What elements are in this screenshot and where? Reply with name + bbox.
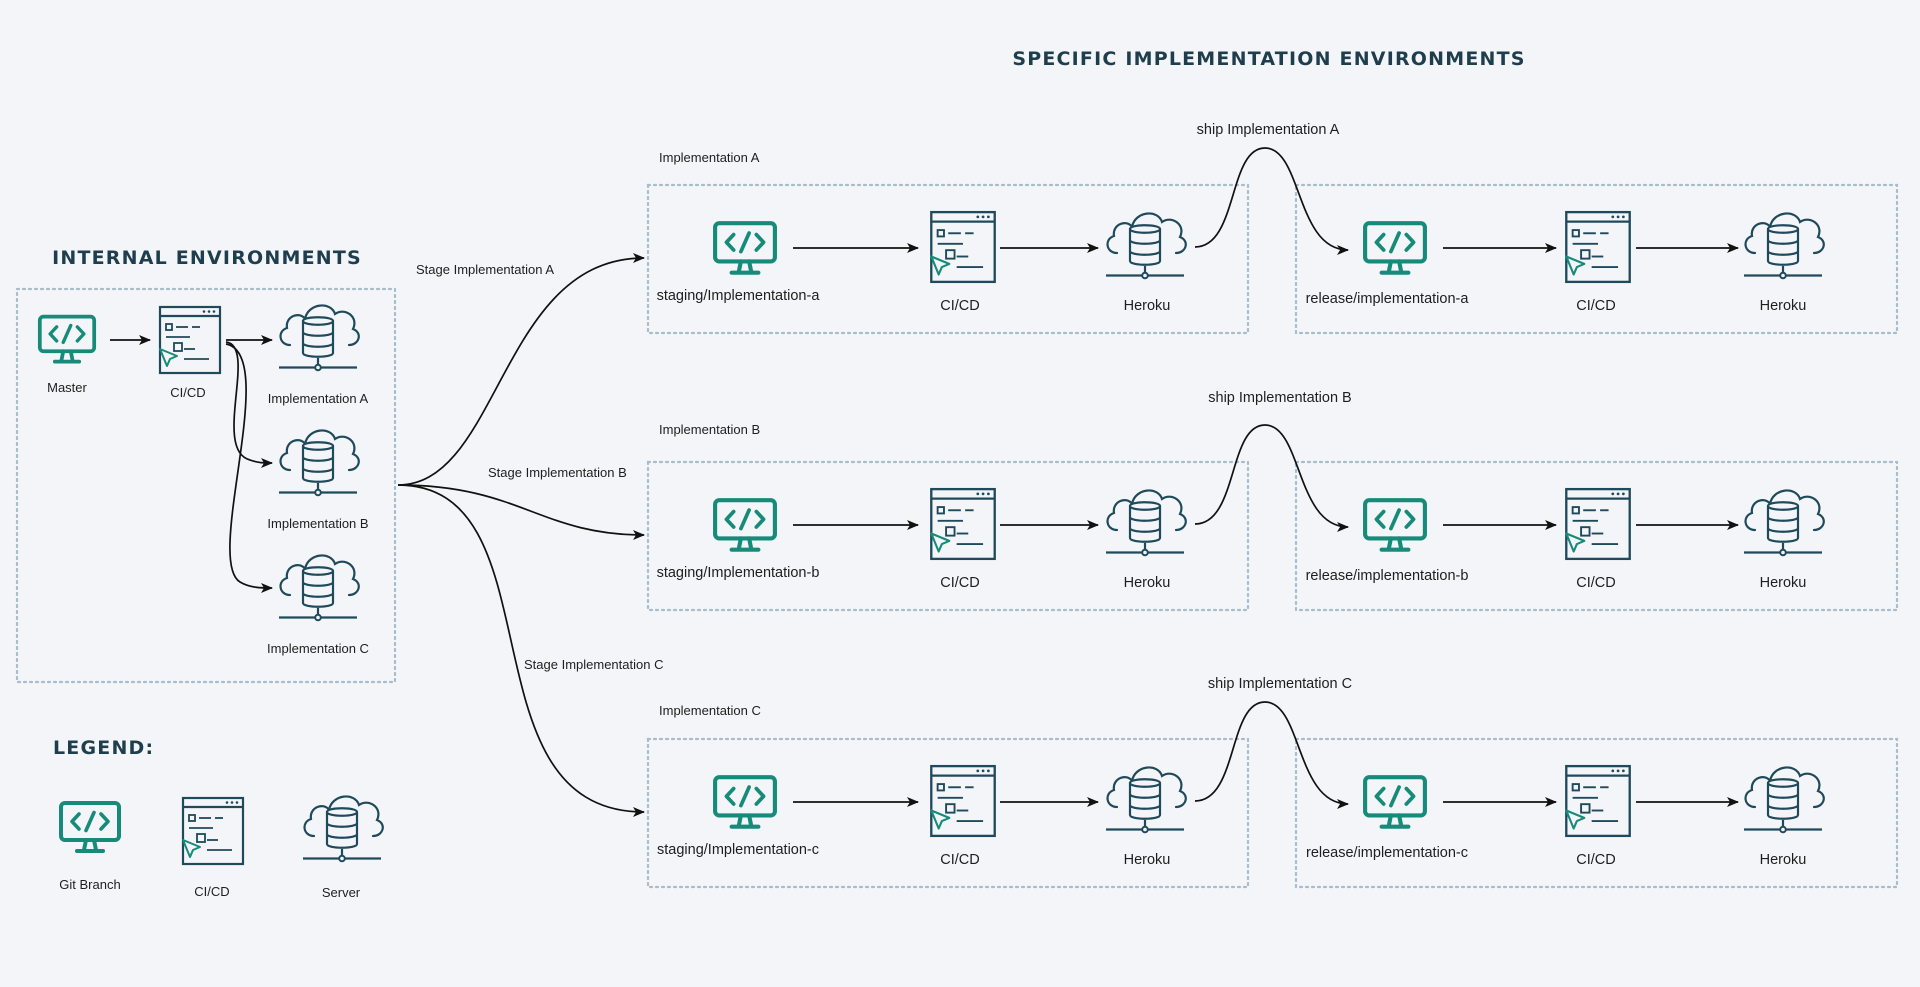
staging-heroku-server-icon xyxy=(1104,212,1187,280)
legend-server-icon xyxy=(301,795,384,863)
staging-cicd-label: CI/CD xyxy=(940,298,979,314)
staging-cicd-label: CI/CD xyxy=(940,575,979,591)
staging-cicd-icon xyxy=(930,487,996,561)
pipeline-group-label: Implementation A xyxy=(659,150,760,165)
pipeline-group-label: Implementation C xyxy=(659,703,761,718)
stage-b-arrow xyxy=(397,484,645,540)
release-cicd-icon xyxy=(1565,210,1631,284)
internal-cicd-label: CI/CD xyxy=(170,385,205,400)
ship-arrow xyxy=(1194,701,1349,809)
pipeline-implementation-c: Implementation C ship Implementation C s… xyxy=(646,676,1899,889)
staging-heroku-label: Heroku xyxy=(1124,298,1171,314)
release-branch-icon xyxy=(1365,223,1425,273)
ship-arrow xyxy=(1194,147,1349,255)
release-cicd-label: CI/CD xyxy=(1576,298,1615,314)
release-box xyxy=(1294,460,1899,612)
ship-label: ship Implementation A xyxy=(1197,122,1340,138)
release-cicd-label: CI/CD xyxy=(1576,852,1615,868)
staging-heroku-server-icon xyxy=(1104,489,1187,557)
pipeline-implementation-b: Implementation B ship Implementation B s… xyxy=(646,390,1899,612)
release-box xyxy=(1294,737,1899,889)
implementation-c-server-icon xyxy=(277,554,360,622)
staging-branch-icon xyxy=(715,777,775,827)
legend-git-branch-label: Git Branch xyxy=(59,877,120,892)
staging-heroku-label: Heroku xyxy=(1124,575,1171,591)
implementation-a-label: Implementation A xyxy=(268,391,369,406)
release-branch-label: release/implementation-a xyxy=(1306,291,1470,307)
release-branch-label: release/implementation-b xyxy=(1306,568,1469,584)
release-heroku-server-icon xyxy=(1742,489,1825,557)
staging-branch-label: staging/Implementation-b xyxy=(657,565,820,581)
release-heroku-label: Heroku xyxy=(1760,852,1807,868)
staging-cicd-icon xyxy=(930,210,996,284)
release-cicd-icon xyxy=(1565,764,1631,838)
stage-c-label: Stage Implementation C xyxy=(524,657,663,672)
legend-git-branch-icon xyxy=(59,801,121,853)
staging-heroku-server-icon xyxy=(1104,766,1187,834)
cicd-to-impl-b-arrow xyxy=(225,341,273,468)
release-branch-label: release/implementation-c xyxy=(1306,845,1468,861)
release-heroku-server-icon xyxy=(1742,766,1825,834)
ship-arrow xyxy=(1194,424,1349,532)
staging-branch-icon xyxy=(715,223,775,273)
release-branch-icon xyxy=(1365,500,1425,550)
stage-b-label: Stage Implementation B xyxy=(488,465,627,480)
release-heroku-label: Heroku xyxy=(1760,575,1807,591)
legend-server-label: Server xyxy=(322,885,361,900)
staging-cicd-label: CI/CD xyxy=(940,852,979,868)
internal-environments-box xyxy=(15,287,397,684)
specific-environments-title: SPECIFIC IMPLEMENTATION ENVIRONMENTS xyxy=(1012,48,1525,70)
staging-branch-label: staging/Implementation-a xyxy=(657,288,821,304)
stage-a-label: Stage Implementation A xyxy=(416,262,554,277)
implementation-b-server-icon xyxy=(277,429,360,497)
release-cicd-label: CI/CD xyxy=(1576,575,1615,591)
staging-branch-label: staging/Implementation-c xyxy=(657,842,819,858)
staging-cicd-icon xyxy=(930,764,996,838)
staging-box xyxy=(646,737,1250,889)
ship-label: ship Implementation C xyxy=(1208,676,1352,692)
implementation-c-label: Implementation C xyxy=(267,641,369,656)
pipeline-implementation-a: Implementation A ship Implementation A s… xyxy=(646,122,1899,335)
legend-title: LEGEND: xyxy=(53,737,154,759)
implementation-b-label: Implementation B xyxy=(267,516,368,531)
staging-heroku-label: Heroku xyxy=(1124,852,1171,868)
cicd-to-impl-c-arrow xyxy=(225,343,273,593)
internal-cicd-icon xyxy=(158,305,222,375)
legend-cicd-icon xyxy=(181,796,245,866)
staging-branch-icon xyxy=(715,500,775,550)
stage-c-arrow xyxy=(397,484,645,817)
stage-a-arrow xyxy=(397,253,645,486)
implementation-a-server-icon xyxy=(277,304,360,372)
internal-environments-title: INTERNAL ENVIRONMENTS xyxy=(52,247,362,269)
master-label: Master xyxy=(47,380,87,395)
release-heroku-server-icon xyxy=(1742,212,1825,280)
ship-label: ship Implementation B xyxy=(1208,390,1351,406)
master-branch-icon xyxy=(37,314,97,364)
release-cicd-icon xyxy=(1565,487,1631,561)
pipeline-group-label: Implementation B xyxy=(659,422,760,437)
staging-box xyxy=(646,183,1250,335)
release-box xyxy=(1294,183,1899,335)
legend-cicd-label: CI/CD xyxy=(194,884,229,899)
release-heroku-label: Heroku xyxy=(1760,298,1807,314)
release-branch-icon xyxy=(1365,777,1425,827)
staging-box xyxy=(646,460,1250,612)
